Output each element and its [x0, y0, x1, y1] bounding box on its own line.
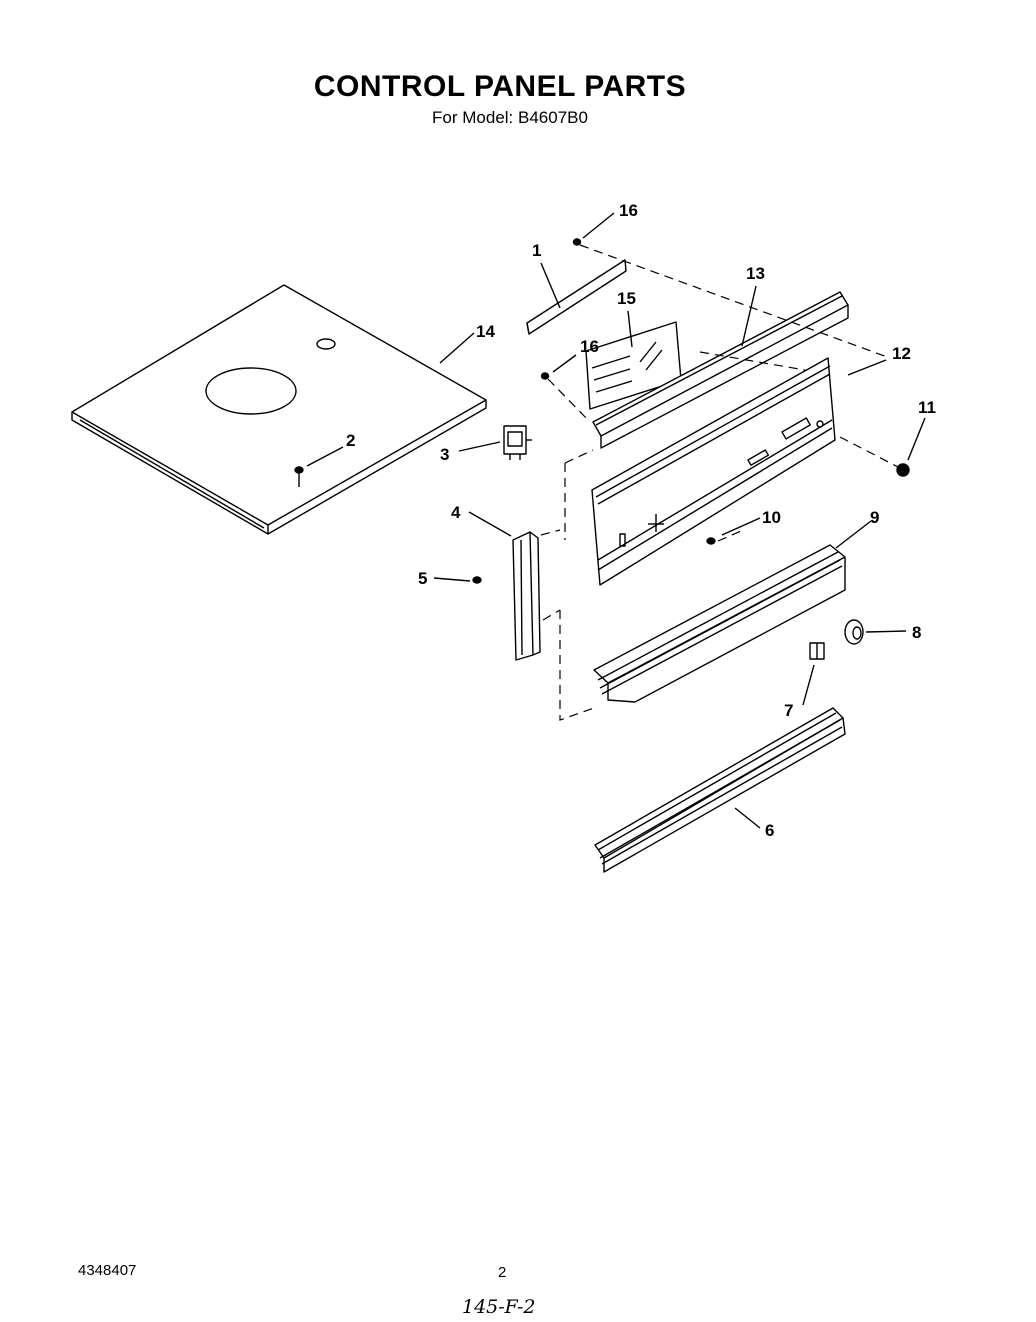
part-5-screw — [472, 576, 482, 584]
leader-lines — [306, 212, 926, 829]
model-subtitle: For Model: B4607B0 — [432, 108, 588, 127]
part-3-switch — [503, 425, 532, 460]
callout-4: 4 — [451, 503, 461, 522]
callout-2: 2 — [346, 431, 355, 450]
callout-11: 11 — [918, 398, 936, 417]
part-4-side-bracket — [512, 531, 541, 661]
part-9-lower-trim — [593, 544, 846, 703]
callout-16-lower: 16 — [580, 337, 599, 356]
callout-12: 12 — [892, 344, 911, 363]
assembly-lines — [540, 244, 901, 721]
callout-16-upper: 16 — [619, 201, 638, 220]
callout-labels: 1 2 3 4 5 6 7 8 9 10 11 12 13 14 15 16 1… — [346, 201, 936, 840]
handwritten-note: 145-F-2 — [462, 1296, 536, 1318]
part-16-screw-upper — [572, 238, 582, 246]
callout-1: 1 — [532, 241, 541, 260]
callout-7: 7 — [784, 701, 793, 720]
page-number: 2 — [498, 1264, 507, 1281]
part-1-bracket — [526, 259, 627, 335]
callout-5: 5 — [418, 569, 427, 588]
document-number: 4348407 — [78, 1262, 137, 1279]
callout-6: 6 — [765, 821, 774, 840]
callout-10: 10 — [762, 508, 781, 527]
part-2-screw — [294, 466, 304, 487]
part-10-screw — [706, 537, 716, 545]
part-14-top-panel — [71, 284, 487, 535]
part-8-knob — [844, 619, 864, 645]
callout-14: 14 — [476, 322, 495, 341]
callout-9: 9 — [870, 508, 879, 527]
callout-8: 8 — [912, 623, 921, 642]
callout-15: 15 — [617, 289, 636, 308]
part-13-trim — [592, 291, 849, 449]
part-12-control-panel — [591, 357, 836, 586]
callout-3: 3 — [440, 445, 449, 464]
part-11-knob — [896, 463, 910, 477]
part-7-clip — [809, 642, 825, 660]
part-16-screw-lower — [540, 372, 550, 380]
callout-13: 13 — [746, 264, 765, 283]
page-title: CONTROL PANEL PARTS — [313, 70, 687, 103]
part-6-bottom-trim — [594, 707, 846, 873]
